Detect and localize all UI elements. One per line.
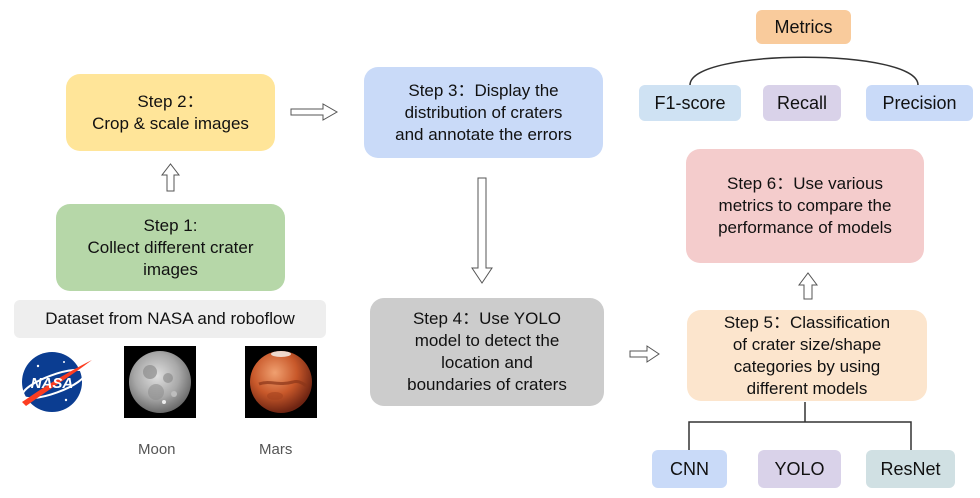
model-yolo: YOLO [758, 450, 841, 488]
nasa-logo-text: NASA [31, 375, 74, 392]
step-1-line-2: Collect different crater [87, 237, 254, 257]
arrow-step4-to-step5 [629, 345, 660, 363]
step-2-line-2: Crop & scale images [92, 113, 249, 133]
step-4-box: Step 4：Use YOLO model to detect the loca… [370, 298, 604, 406]
step-1-line-3: images [143, 259, 198, 279]
metric-precision: Precision [866, 85, 973, 121]
nasa-logo-icon: NASA [21, 352, 92, 412]
arrow-step5-to-step6 [798, 272, 818, 300]
step-3-box: Step 3：Display the distribution of crate… [364, 67, 603, 158]
step-4-line-4: boundaries of craters [407, 375, 567, 394]
metrics-arc [689, 56, 919, 86]
models-bracket [688, 402, 912, 450]
step-6-line-1: Step 6：Use various [727, 174, 883, 193]
model-resnet: ResNet [866, 450, 955, 488]
metric-recall: Recall [763, 85, 841, 121]
moon-image [124, 346, 196, 418]
metric-f1-score: F1-score [639, 85, 741, 121]
step-2-box: Step 2： Crop & scale images [66, 74, 275, 151]
metrics-title: Metrics [756, 10, 851, 44]
step-1-box: Step 1: Collect different crater images [56, 204, 285, 291]
step-4-line-1: Step 4：Use YOLO [412, 309, 562, 328]
step-5-line-3: categories by using [733, 356, 881, 376]
step-4-line-2: model to detect the [414, 331, 560, 350]
step-3-line-3: and annotate the errors [395, 124, 572, 144]
step-2-line-1: Step 2： [137, 91, 204, 111]
step-6-line-2: metrics to compare the [718, 196, 892, 215]
step-5-line-1: Step 5：Classification [723, 312, 891, 332]
step-6-line-3: performance of models [718, 218, 892, 237]
step-3-line-2: distribution of craters [404, 102, 563, 122]
model-cnn: CNN [652, 450, 727, 488]
step-3-line-1: Step 3：Display the [408, 80, 559, 100]
step-5-line-2: of crater size/shape [732, 334, 882, 354]
step-6-box: Step 6：Use various metrics to compare th… [686, 149, 924, 263]
arrow-step1-to-step2 [160, 163, 181, 192]
moon-caption: Moon [138, 441, 176, 458]
arrow-step2-to-step3 [290, 103, 339, 121]
step-4-line-3: location and [441, 353, 533, 372]
mars-caption: Mars [259, 441, 293, 458]
dataset-label: Dataset from NASA and roboflow [14, 300, 326, 338]
step-1-line-1: Step 1: [143, 215, 198, 235]
step-5-box: Step 5：Classification of crater size/sha… [687, 310, 927, 401]
step-5-line-4: different models [746, 378, 868, 398]
arrow-step3-to-step4 [471, 177, 493, 284]
mars-image [245, 346, 317, 418]
